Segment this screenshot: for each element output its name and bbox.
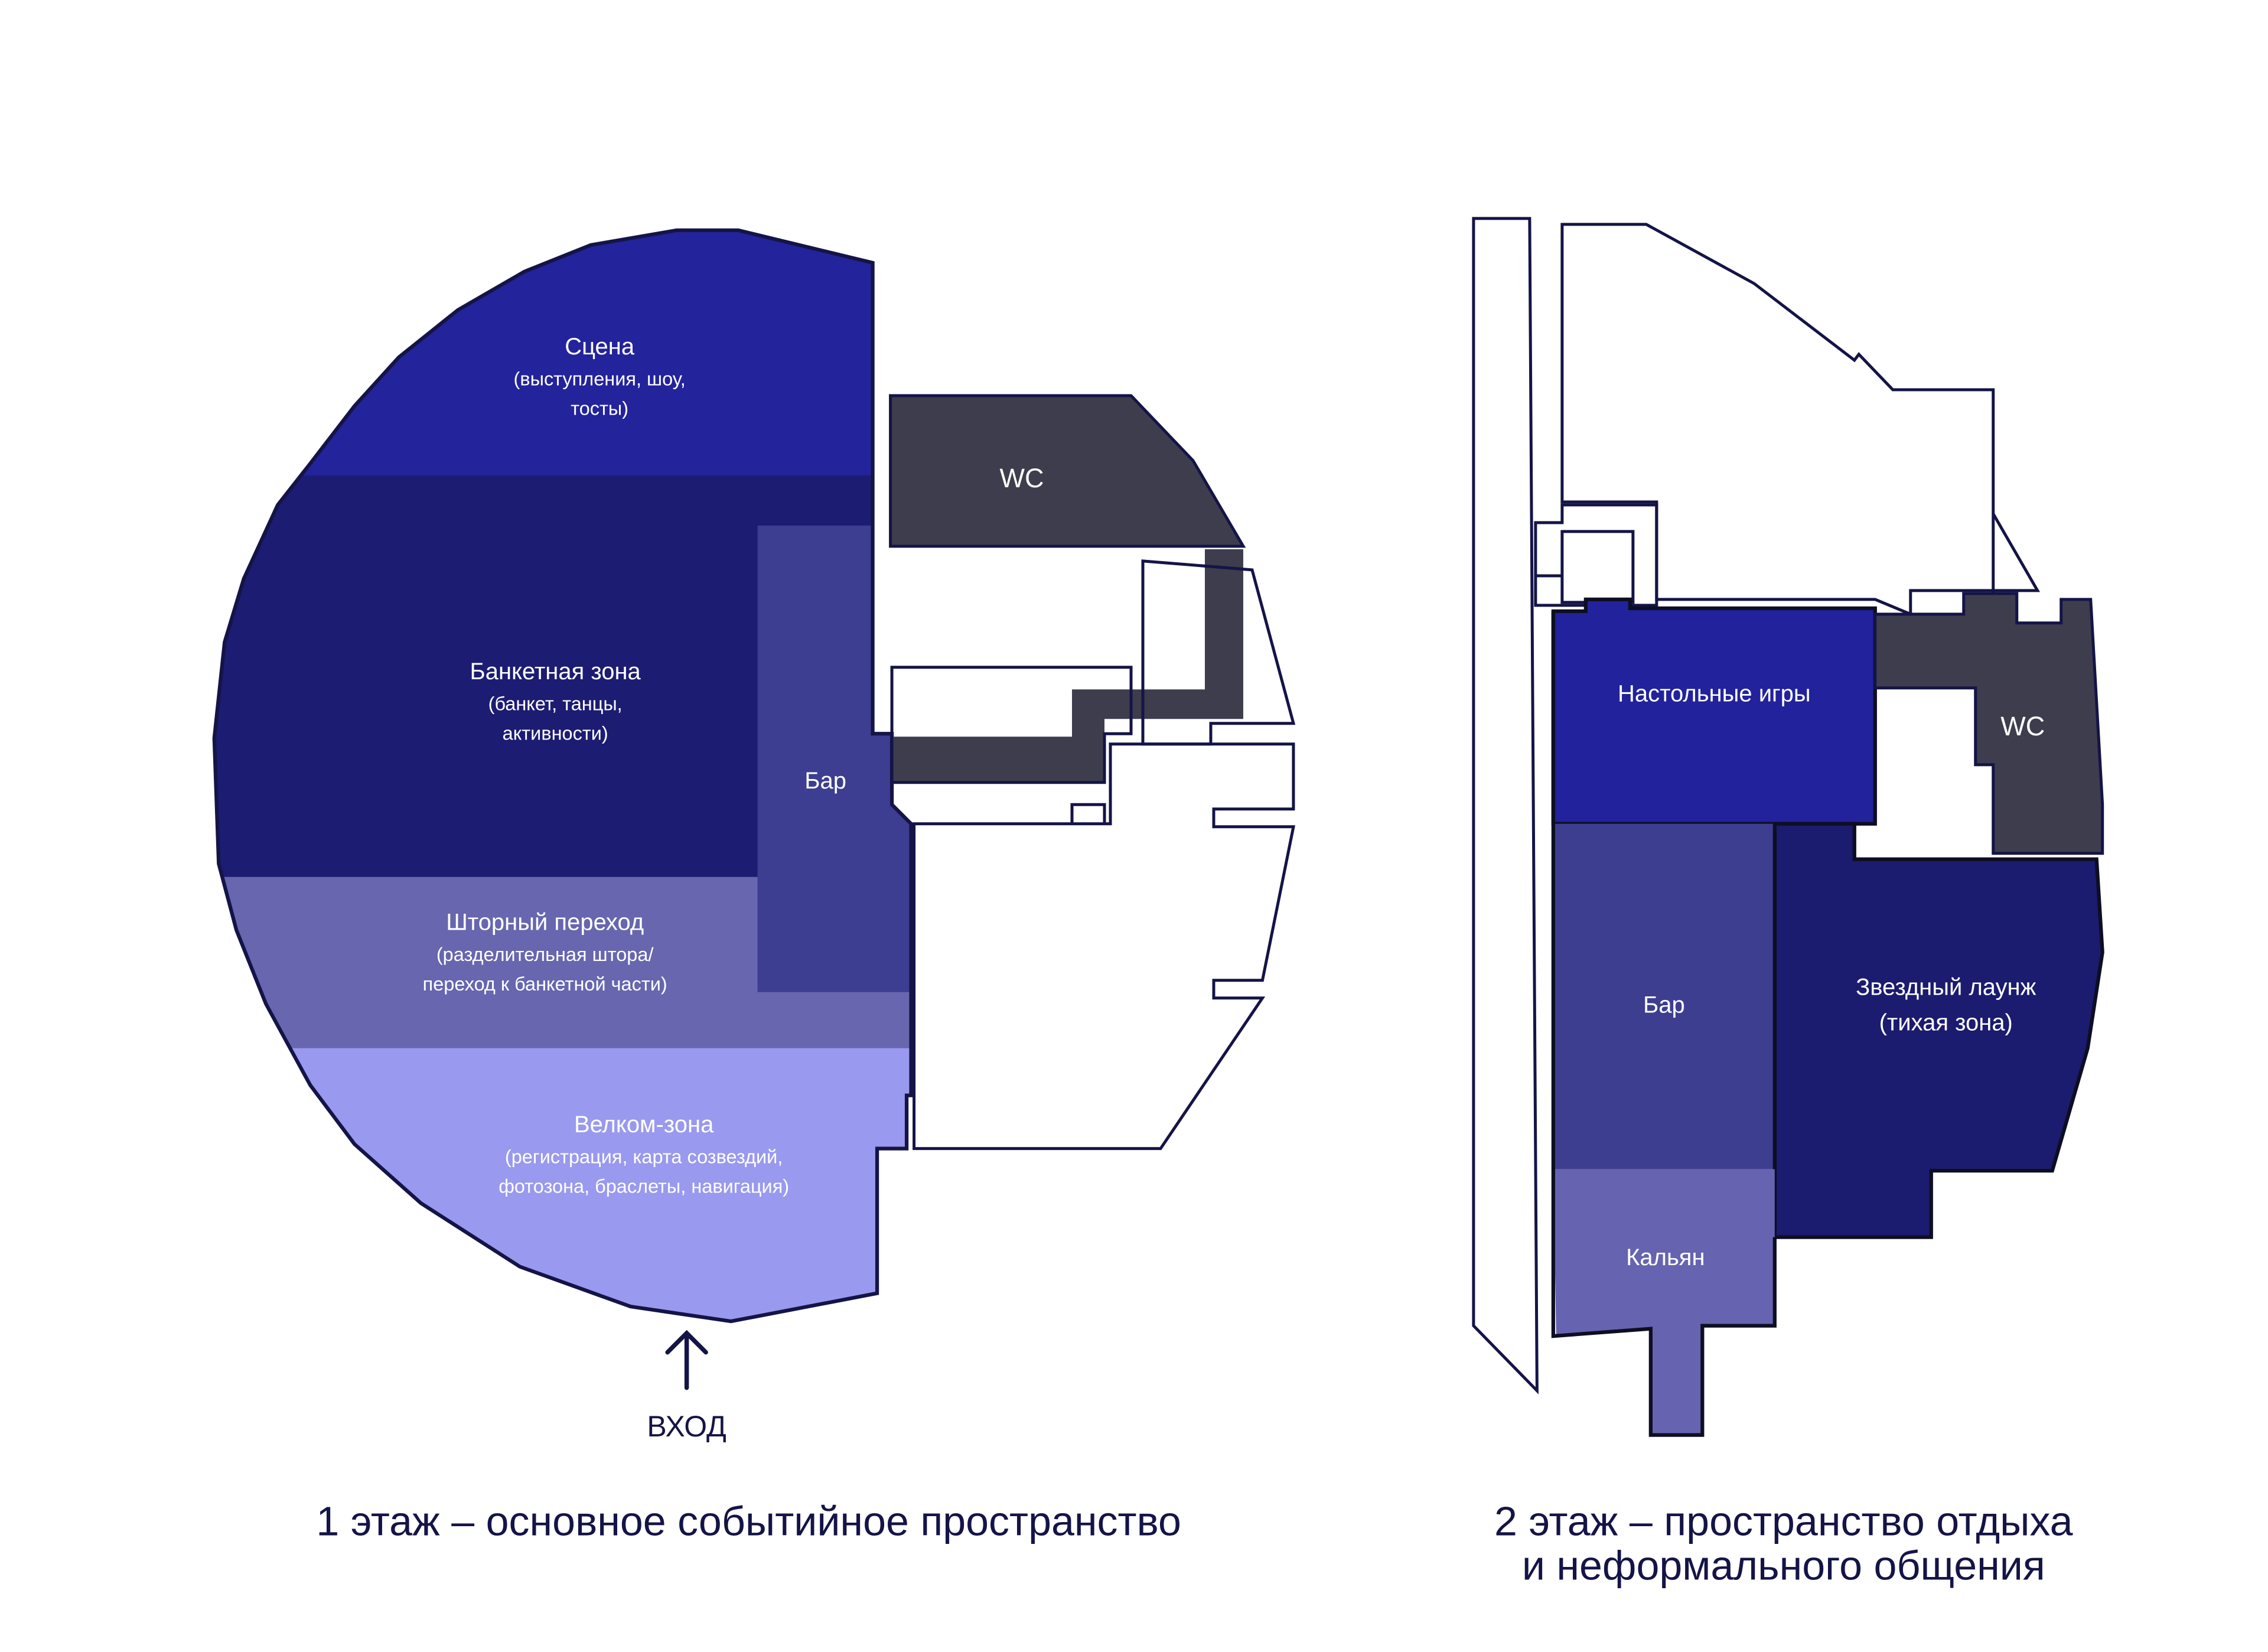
floor-2-caption-1: 2 этаж – пространство отдыха — [1494, 1498, 2073, 1545]
floor-1-caption: 1 этаж – основное событийное пространств… — [316, 1498, 1181, 1545]
zone-games — [1551, 597, 1877, 826]
zone-stage — [214, 230, 911, 477]
banquet-desc-1: (банкет, танцы, — [488, 693, 623, 714]
floor-1-labels: Сцена (выступления, шоу, тосты) Банкетна… — [423, 334, 1044, 1197]
entrance-label: ВХОД — [647, 1410, 726, 1443]
zone-bar-2 — [1553, 823, 1775, 1169]
floor-2-caption-2: и неформального общения — [1522, 1543, 2045, 1589]
banquet-desc-2: активности) — [503, 722, 608, 744]
stage-desc-1: (выступления, шоу, — [514, 368, 686, 389]
floor-2-rooms — [1472, 217, 2041, 1394]
zone-hookah — [1553, 1169, 1775, 1435]
hookah-title: Кальян — [1626, 1244, 1705, 1270]
welcome-title: Велком-зона — [574, 1112, 714, 1138]
floor-2-outline — [1551, 611, 1777, 1437]
banquet-title: Банкетная зона — [470, 659, 641, 685]
wc-1-title: WC — [1000, 463, 1044, 493]
curtain-title: Шторный переход — [446, 910, 644, 936]
curtain-desc-1: (разделительная штора/ — [436, 944, 654, 965]
floor-1-outline — [212, 228, 913, 1324]
floor-2-plan: Настольные игры WC Бар Звездный лаунж (т… — [1472, 217, 2104, 1589]
corridor-dark — [892, 549, 1243, 783]
curtain-desc-2: переход к банкетной части) — [423, 973, 667, 995]
games-title: Настольные игры — [1618, 680, 1811, 706]
floor-1-plan: Сцена (выступления, шоу, тосты) Банкетна… — [212, 228, 1296, 1545]
stage-title: Сцена — [565, 334, 635, 360]
wc-2-title: WC — [2000, 711, 2045, 741]
floor-2-labels: Настольные игры WC Бар Звездный лаунж (т… — [1618, 680, 2045, 1270]
welcome-desc-1: (регистрация, карта созвездий, — [505, 1146, 783, 1168]
bar-2-title: Бар — [1643, 992, 1685, 1018]
lounge-title-2: (тихая зона) — [1879, 1010, 2013, 1036]
entrance-arrow-icon — [665, 1330, 708, 1390]
zone-bar-1 — [757, 525, 911, 992]
welcome-desc-2: фотозона, браслеты, навигация) — [498, 1176, 789, 1197]
zone-wc-2 — [1873, 592, 2104, 855]
lounge-title-1: Звездный лаунж — [1856, 975, 2036, 1001]
bar-1-title: Бар — [804, 768, 846, 794]
zone-lounge — [1772, 822, 2104, 1239]
stage-desc-2: тосты) — [571, 397, 628, 419]
zone-wc-1 — [889, 394, 1246, 548]
floor-1-rooms — [890, 559, 1296, 1151]
